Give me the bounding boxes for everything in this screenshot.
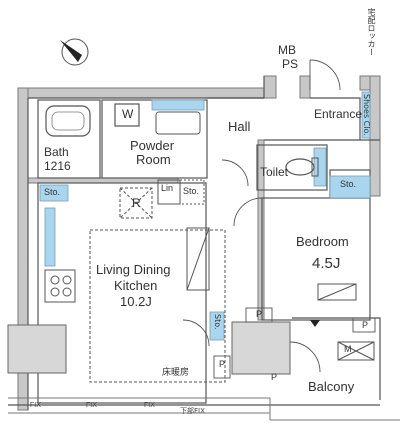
label-floor-heating: 床暖房	[162, 368, 190, 378]
interior-lines	[8, 76, 381, 410]
room-label-powder-1: Powder	[130, 138, 175, 153]
label-fix-2: FIX	[86, 402, 97, 409]
room-label-entrance: Entrance	[314, 107, 363, 121]
label-meter: M	[344, 344, 352, 354]
cabinet	[186, 227, 210, 291]
label-washer: W	[122, 107, 134, 121]
label-pipe-2: P	[362, 320, 369, 330]
doors	[182, 59, 341, 373]
arrow-down-icon	[310, 320, 320, 327]
stove-icon	[44, 269, 76, 303]
label-storage-hall: Sto.	[183, 186, 200, 196]
label-storage-kitchen: Sto.	[44, 187, 61, 197]
room-label-ldk-1: Living Dining	[96, 262, 171, 277]
storage-closet-hall	[179, 179, 205, 205]
wet-areas	[39, 91, 371, 341]
label-fix-3: FIX	[144, 402, 155, 409]
label-storage-ldk: Sto.	[213, 314, 222, 330]
bathtub-icon	[45, 105, 91, 137]
pipe-spaces	[213, 307, 376, 379]
room-label-bedroom: Bedroom	[296, 234, 349, 249]
bedroom-closet	[317, 283, 357, 301]
label-ps: PS	[282, 57, 299, 71]
label-pipe-4: P	[271, 372, 278, 382]
room-label-hall: Hall	[228, 119, 251, 134]
refrigerator-icon	[119, 187, 153, 219]
room-label-toilet: Toilet	[260, 165, 289, 179]
label-mb: MB	[278, 43, 296, 57]
washer-icon	[114, 103, 140, 127]
room-label-balcony: Balcony	[308, 379, 355, 394]
sink-icon	[155, 111, 201, 135]
pillar-left	[7, 324, 67, 374]
outdoor-unit	[231, 321, 291, 375]
floor-heating-area	[89, 229, 226, 383]
label-lower-fix: 下部FIX	[180, 407, 205, 415]
label-pipe-3: P	[219, 359, 226, 369]
label-fix-1: FIX	[30, 402, 41, 409]
label-storage-toilet: Sto.	[340, 179, 357, 189]
room-label-bath: Bath	[44, 145, 69, 159]
room-label-ldk-2: Kitchen	[114, 278, 158, 293]
room-size-bedroom: 4.5J	[312, 255, 341, 272]
label-delivery-locker: 宅配ロッカー	[367, 8, 376, 56]
room-size-ldk: 10.2J	[120, 294, 152, 309]
label-pipe-1: P	[256, 309, 263, 319]
room-label-powder-2: Room	[136, 152, 171, 167]
toilet-icon	[285, 158, 315, 176]
room-size-bath: 1216	[44, 159, 71, 173]
meter-box	[337, 341, 375, 361]
room-label-shoes-closet: Shoes Clo.	[362, 94, 371, 136]
label-linen: Lin	[161, 183, 174, 193]
label-refrigerator: R	[132, 196, 141, 210]
compass-icon	[60, 38, 89, 66]
balcony-railing	[8, 397, 400, 421]
